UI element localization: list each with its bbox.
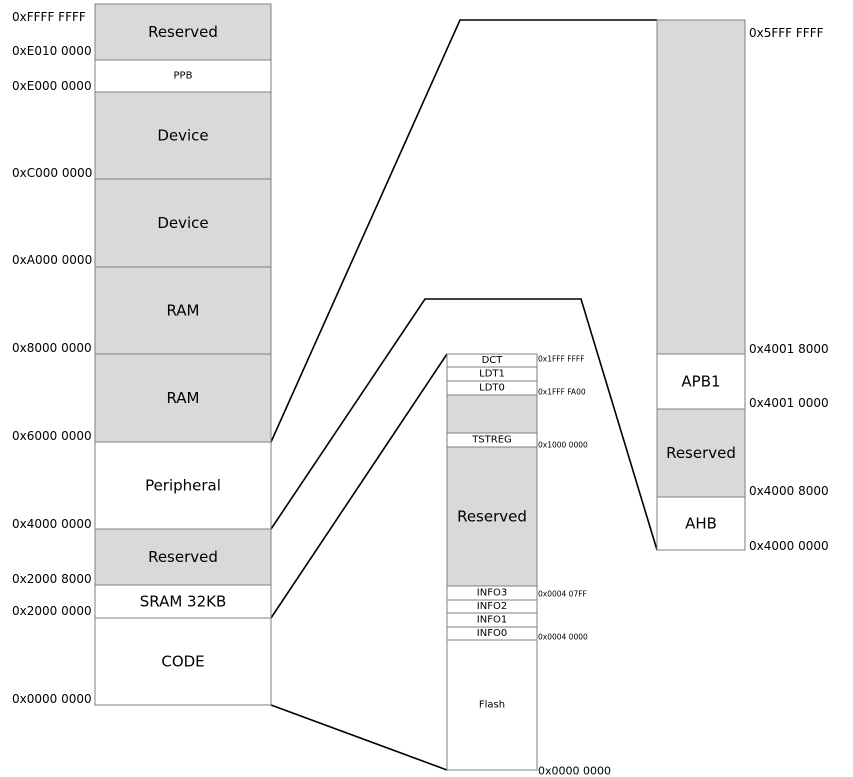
main-map-block-device-3 [94,178,272,268]
peripheral-map-label-ahb-3: AHB [685,515,717,533]
main-map-block-device-2 [94,91,272,180]
code-map-label-info2-7: INFO2 [477,601,507,612]
main-map-address-6: 0x6000 0000 [12,429,92,443]
main-map-address-0: 0xFFFF FFFF [12,10,86,24]
code-map-label-ldt1-1: LDT1 [479,369,505,380]
main-map-label-reserved-0: Reserved [148,23,218,41]
main-map-label-sram-32kb-8: SRAM 32KB [140,593,227,611]
code-map-label-flash-10: Flash [479,700,505,711]
main-map-block-peripheral-6 [94,441,272,530]
code-map-address-5: 0x0000 0000 [538,765,611,777]
main-map-block-ram-5 [94,353,272,443]
code-expansion-connector-bottom [270,704,448,771]
code-map-label-reserved-5: Reserved [457,508,527,526]
main-map-address-8: 0x2000 8000 [12,572,92,586]
code-expansion-connector-top [270,353,448,619]
code-map-address-2: 0x1000 0000 [538,441,588,450]
code-map-label-dct-0: DCT [482,355,504,366]
main-map-address-4: 0xA000 0000 [12,253,92,267]
main-map-label-reserved-7: Reserved [148,548,218,566]
main-map-block-ppb-1 [94,59,272,93]
peripheral-map-address-3: 0x4000 8000 [749,484,829,498]
peripheral-map-block-blank-0 [656,19,746,355]
code-map-block-blank-3 [446,394,538,434]
code-map-block-flash-10 [446,639,538,771]
main-map-block-ram-4 [94,266,272,355]
peripheral-expansion-connector-top [270,19,657,443]
main-map-label-ram-4: RAM [166,302,199,320]
main-map-address-2: 0xE000 0000 [12,79,92,93]
peripheral-map-block-apb1-1 [656,353,746,410]
code-map-label-info1-8: INFO1 [477,615,507,626]
code-map-address-0: 0x1FFF FFFF [538,355,585,364]
peripheral-map-label-reserved-2: Reserved [666,444,736,462]
peripheral-expansion-connector-bottom [270,298,658,551]
code-map-label-tstreg-4: TSTREG [471,435,512,446]
main-map-address-10: 0x0000 0000 [12,692,92,706]
main-map-address-7: 0x4000 0000 [12,517,92,531]
peripheral-map-address-0: 0x5FFF FFFF [749,26,824,40]
main-map-block-reserved-0 [94,3,272,61]
peripheral-map-block-ahb-3 [656,496,746,551]
peripheral-map-address-1: 0x4001 8000 [749,342,829,356]
peripheral-map-address-4: 0x4000 0000 [749,539,829,553]
main-map-address-1: 0xE010 0000 [12,44,92,58]
main-map-label-device-3: Device [157,214,208,232]
peripheral-map-address-2: 0x4001 0000 [749,396,829,410]
main-map-address-3: 0xC000 0000 [12,166,92,180]
main-map-label-ppb-1: PPB [174,71,193,82]
code-map-address-4: 0x0004 0000 [538,633,588,642]
main-map-label-code-9: CODE [161,653,204,671]
main-map-address-9: 0x2000 0000 [12,604,92,618]
code-map-address-1: 0x1FFF FA00 [538,388,586,397]
main-map-label-device-2: Device [157,127,208,145]
code-map-address-3: 0x0004 07FF [538,590,587,599]
main-map-label-ram-5: RAM [166,389,199,407]
code-map-block-reserved-5 [446,446,538,587]
code-map-label-ldt0-2: LDT0 [479,383,505,394]
main-map-label-peripheral-6: Peripheral [145,477,221,495]
code-map-label-info3-6: INFO3 [477,588,507,599]
peripheral-map-block-reserved-2 [656,408,746,498]
code-map-label-info0-9: INFO0 [477,628,507,639]
main-map-address-5: 0x8000 0000 [12,341,92,355]
peripheral-map-label-apb1-1: APB1 [681,373,720,391]
main-map-block-code-9 [94,617,272,706]
